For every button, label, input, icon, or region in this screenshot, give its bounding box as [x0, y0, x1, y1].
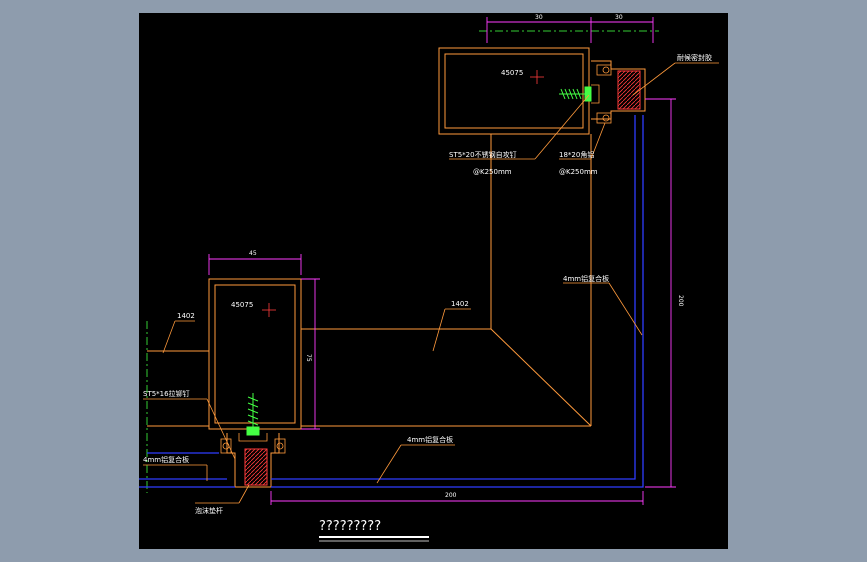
screw-left [246, 393, 260, 436]
label-panel-left: 4mm铝复合板 [143, 455, 189, 464]
title-underline [319, 536, 429, 542]
dim-left-height: 75 [305, 354, 312, 362]
dim-right-vertical: 200 [677, 295, 684, 307]
cad-viewport[interactable]: 30 30 45 75 200 200 45075 45075 耐候密封胶 ST… [139, 13, 728, 549]
alu-composite-panel [139, 115, 644, 488]
sealant-lower [244, 448, 268, 486]
annotations: 30 30 45 75 200 200 45075 45075 耐候密封胶 ST… [143, 14, 712, 534]
label-tube-left: 45075 [231, 301, 253, 309]
dim-top-b: 30 [615, 14, 623, 21]
leader-lines [143, 62, 719, 504]
label-angle-spacing: @K250mm [559, 168, 598, 176]
label-angle-alu: 18*20角铝 [559, 150, 594, 159]
label-fire-seal: 耐候密封胶 [677, 53, 712, 62]
center-marks [262, 70, 544, 317]
dim-left-width: 45 [249, 250, 257, 257]
screws [246, 86, 592, 436]
left-tube-outer [208, 278, 302, 430]
label-tube-top: 45075 [501, 69, 523, 77]
dim-top-a: 30 [535, 14, 543, 21]
label-screw-spacing: @K250mm [473, 168, 512, 176]
sealant [244, 70, 641, 486]
label-rivet: ST5*16拉铆钉 [143, 389, 190, 398]
label-pipe-upper: 1402 [451, 300, 469, 308]
centerlines [146, 30, 659, 493]
label-pipe-left: 1402 [177, 312, 195, 320]
upper-tube-inner [444, 53, 584, 129]
label-panel-bottom: 4mm铝复合板 [407, 435, 453, 444]
sealant-upper [617, 70, 641, 110]
frame-outline [147, 47, 646, 488]
drawing-title: ????????? [319, 519, 381, 534]
label-panel-right: 4mm铝复合板 [563, 274, 609, 283]
label-screw-stainless: ST5*20不锈钢自攻钉 [449, 150, 517, 159]
dim-bottom-horizontal: 200 [445, 492, 457, 499]
left-tube-inner [214, 284, 296, 424]
label-foam-rod: 泡沫垫杆 [195, 506, 223, 515]
dimension-lines [208, 17, 676, 505]
cad-drawing: 30 30 45 75 200 200 45075 45075 耐候密封胶 ST… [139, 14, 719, 542]
